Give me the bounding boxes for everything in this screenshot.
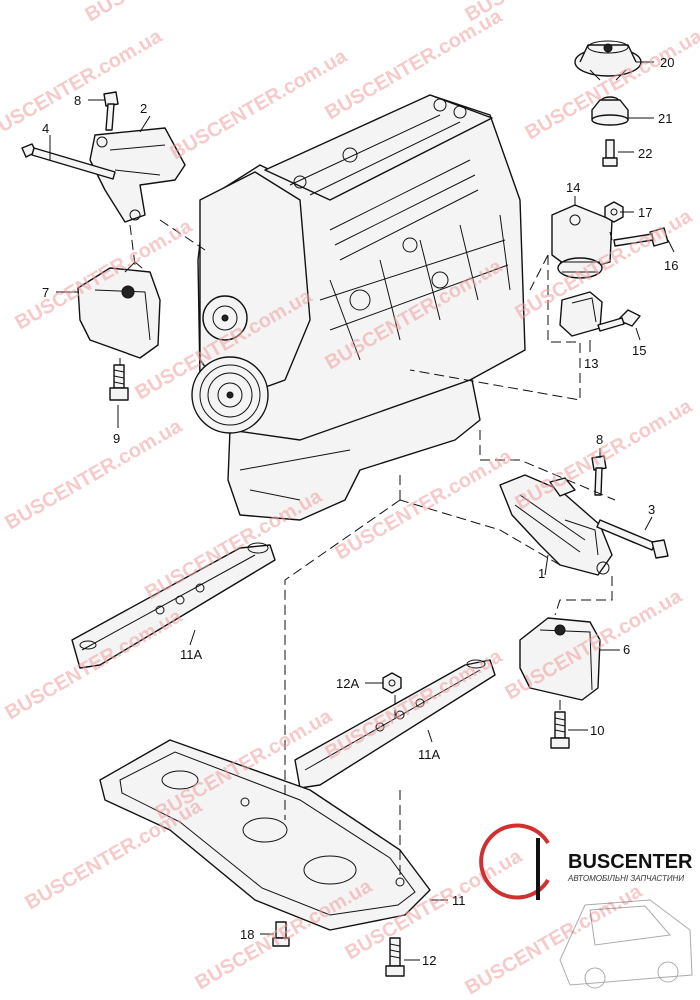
van-illustration (559, 899, 693, 989)
watermark-text: BUSCENTER.com.ua (22, 795, 207, 915)
nut-right-mount (604, 201, 624, 223)
callout-10: 10 (590, 723, 604, 738)
callout-18: 18 (240, 927, 254, 942)
callout-15: 15 (632, 343, 646, 358)
callout-4: 4 (42, 121, 49, 136)
bolt-long-left (21, 143, 116, 180)
callout-22: 22 (638, 146, 652, 161)
callout-labels: 2 4 8 7 9 14 17 16 13 15 20 21 22 8 3 1 … (42, 55, 678, 968)
brand-logo: BUSCENTER АВТОМОБІЛЬНІ ЗАПЧАСТИНИ (479, 823, 693, 989)
callout-8: 8 (596, 432, 603, 447)
callout-8: 8 (74, 93, 81, 108)
callout-17: 17 (638, 205, 652, 220)
callout-11a: 11A (418, 747, 440, 762)
crossmember-main (99, 739, 431, 931)
callout-14: 14 (566, 180, 580, 195)
brand-logo-mark (479, 823, 550, 900)
engine-mount-left (77, 261, 161, 359)
engine-block (191, 94, 526, 521)
brand-name: BUSCENTER (568, 851, 693, 873)
bolt-crossmember-left (272, 921, 290, 947)
watermark-text: BUSCENTER.com.ua (142, 485, 327, 605)
bolt-right-buffer (597, 309, 641, 332)
bolt-under-left-mount (109, 364, 129, 401)
watermark-text: BUSCENTER.com.ua (322, 645, 507, 765)
callout-3: 3 (648, 502, 655, 517)
callout-12: 12 (422, 953, 436, 968)
callout-2: 2 (140, 101, 147, 116)
watermark-text: BUSCENTER.com.ua (0, 25, 166, 145)
leader-lines (49, 61, 675, 961)
isolator-top (574, 40, 642, 81)
nut-crossmember (382, 672, 402, 694)
engine-bracket-right (499, 474, 613, 576)
callout-6: 6 (623, 642, 630, 657)
isolator-rubber (591, 96, 629, 126)
callout-11a: 11A (180, 647, 202, 662)
callout-11: 11 (452, 893, 466, 908)
callout-9: 9 (113, 431, 120, 446)
engine-mount-right (551, 204, 613, 279)
bolt-isolator (602, 139, 618, 167)
watermark-text: BUSCENTER.com.ua (2, 415, 187, 535)
callout-20: 20 (660, 55, 674, 70)
bolt-right-mount-side (613, 227, 669, 247)
callout-12a: 12A (336, 676, 359, 691)
callout-13: 13 (584, 356, 598, 371)
watermark-text: BUSCENTER.com.ua (82, 0, 267, 26)
callout-1: 1 (538, 566, 545, 581)
watermark-text: BUSCENTER.com.ua (512, 395, 697, 515)
bolt-crossmember-right (385, 937, 405, 977)
watermark-text: BUSCENTER.com.ua (2, 605, 187, 725)
callout-7: 7 (42, 285, 49, 300)
bolt-top-bracket (103, 91, 119, 131)
watermark-text: BUSCENTER.com.ua (522, 25, 700, 145)
bolt-right-bracket-top (591, 455, 607, 496)
callout-16: 16 (664, 258, 678, 273)
brand-tagline: АВТОМОБІЛЬНІ ЗАПЧАСТИНИ (567, 874, 684, 883)
bolt-right-bracket-long (596, 519, 669, 559)
engine-mount-right-lower (519, 617, 601, 701)
crossmember-bracket-left (71, 542, 276, 669)
bolt-right-mount-lower (550, 711, 570, 749)
callout-21: 21 (658, 111, 672, 126)
assembly-lines (119, 219, 616, 880)
